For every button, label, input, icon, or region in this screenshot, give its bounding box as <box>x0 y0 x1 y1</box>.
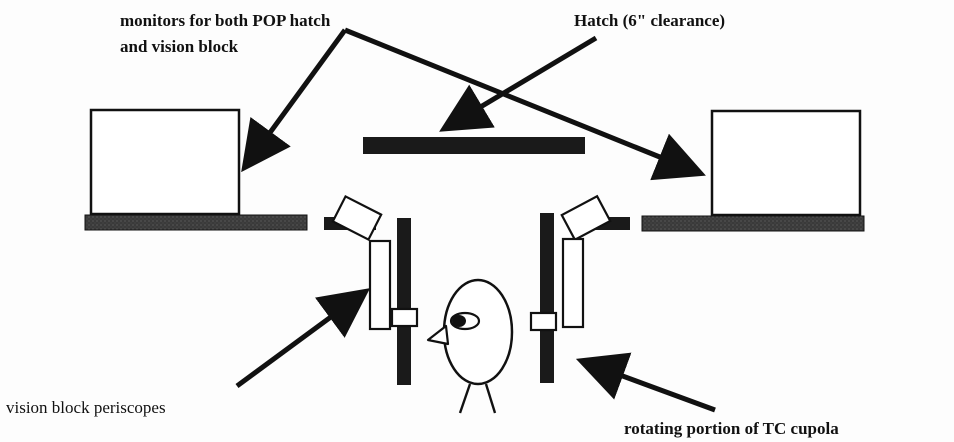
monitors-label-line2: and vision block <box>120 37 239 56</box>
head-outline <box>442 278 514 386</box>
arrow-to-left-periscope <box>235 288 371 389</box>
vision-block-periscopes-label: vision block periscopes <box>6 398 166 417</box>
arrow-to-cupola <box>575 352 716 413</box>
left-periscope <box>331 194 419 331</box>
left-periscope-tube <box>368 239 392 331</box>
nose <box>426 324 450 346</box>
right-shelf <box>641 215 865 232</box>
left-shelf <box>84 214 308 231</box>
right-leg <box>484 383 497 414</box>
pupil <box>452 315 466 327</box>
left-monitor <box>89 108 241 216</box>
left-leg <box>458 383 472 414</box>
right-periscope-tube <box>561 237 585 329</box>
right-periscope-head <box>560 194 612 242</box>
arrow-to-hatch <box>439 35 598 132</box>
left-periscope-head <box>331 194 383 242</box>
right-cupola-wall <box>540 213 554 383</box>
left-cupola-wall <box>397 218 411 385</box>
hatch-bar <box>363 137 585 154</box>
right-periscope-eyepiece <box>529 311 558 332</box>
arrow-to-right-monitor <box>344 27 706 181</box>
rotating-cupola-label: rotating portion of TC cupola <box>624 419 839 438</box>
right-monitor <box>710 109 862 217</box>
right-periscope <box>529 194 612 332</box>
arrow-to-left-monitor <box>241 28 348 173</box>
hatch-label: Hatch (6" clearance) <box>574 11 725 30</box>
left-periscope-eyepiece <box>390 307 419 328</box>
observer-head <box>426 278 514 414</box>
monitors-label-line1: monitors for both POP hatch <box>120 11 331 30</box>
